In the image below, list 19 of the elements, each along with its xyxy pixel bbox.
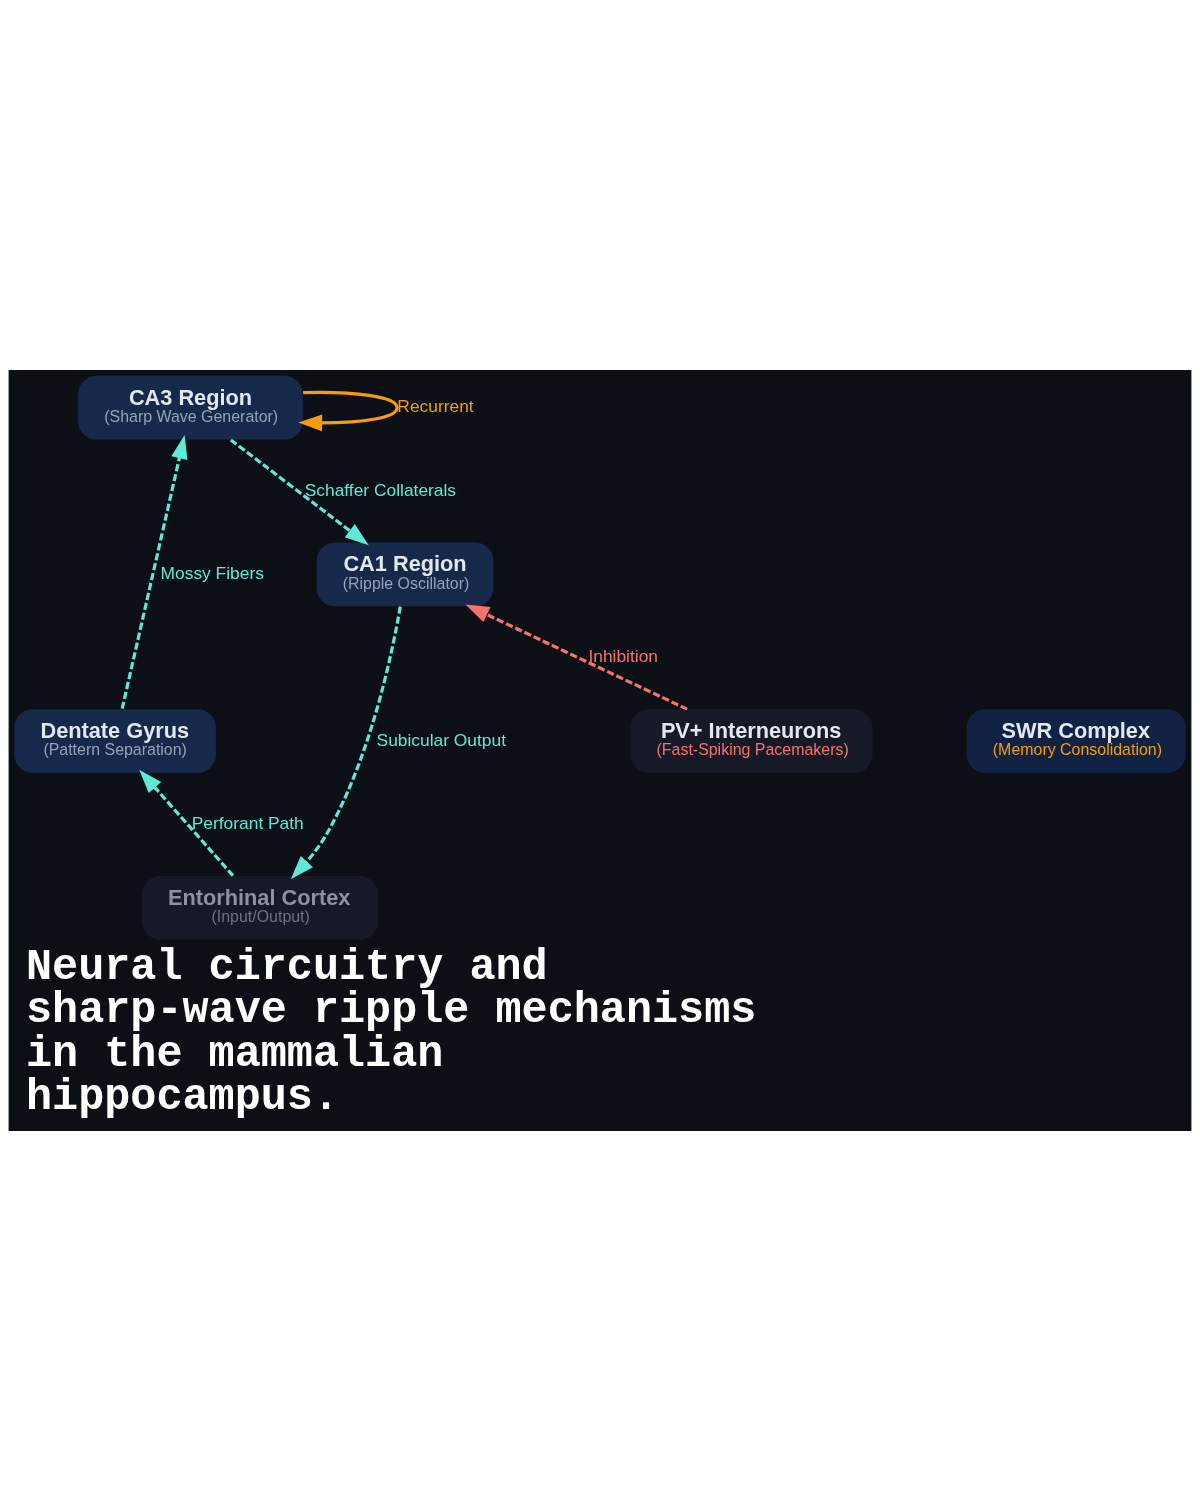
edge-label: Subicular Output	[376, 729, 506, 750]
node-box: CA3 Region (Sharp Wave Generator)	[78, 375, 303, 440]
arrow	[229, 438, 369, 545]
node-box: CA1 Region (Ripple Oscillator)	[316, 542, 494, 606]
edge-label: Mossy Fibers	[160, 562, 264, 583]
diagram-title: Neural circuitry and sharp-wave ripple mechanisms in the mammalian hippocampus.	[25, 942, 757, 1122]
arrow	[290, 605, 402, 879]
node-box: Dentate Gyrus (Pattern Separation)	[14, 708, 216, 773]
node-box: SWR Complex (Memory Consolidation)	[966, 708, 1186, 773]
edge-label: Perforant Path	[191, 812, 304, 833]
edge-label: Inhibition	[588, 645, 658, 666]
arrow	[465, 603, 688, 711]
arrow	[120, 434, 188, 709]
edge-label: Schaffer Collaterals	[304, 479, 457, 500]
arrow	[298, 390, 399, 431]
node-box: PV+ Interneurons (Fast-Spiking Pacemakers)	[630, 708, 873, 773]
arrow	[139, 769, 235, 877]
edge-label: Recurrent	[397, 395, 474, 416]
node-box: Entorhinal Cortex (Input/Output)	[141, 875, 379, 940]
